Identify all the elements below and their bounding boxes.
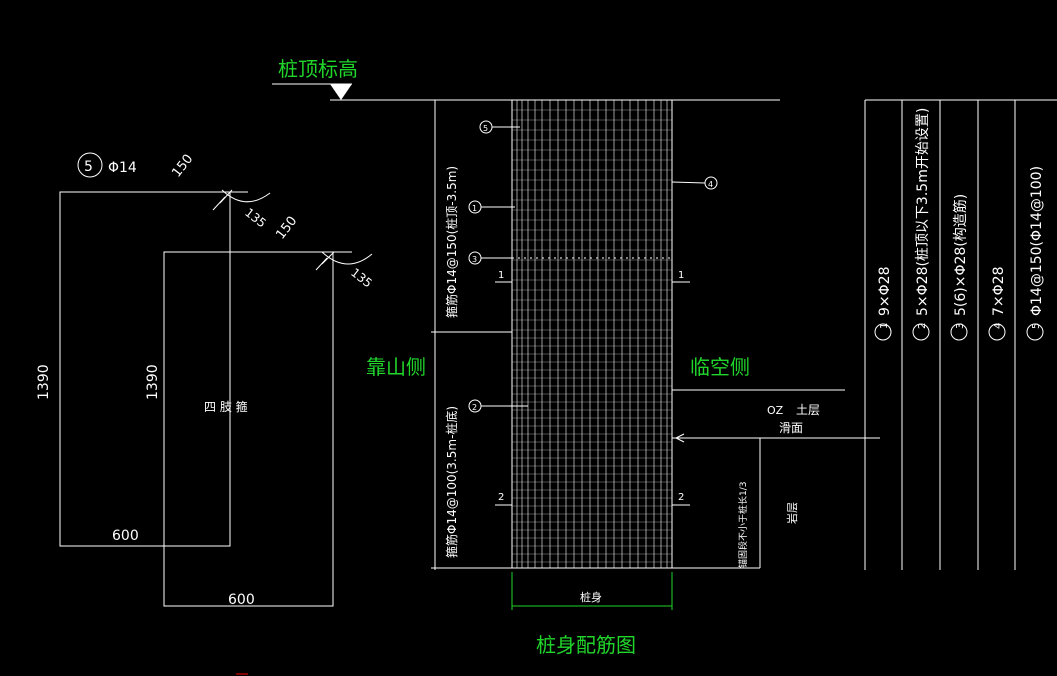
left-dimension [431,99,512,570]
elevation-triangle [330,84,352,100]
section-2-right: 2 [678,492,684,503]
stirrup-lower-note: 箍筋Φ14@100(3.5m-桩底) [444,406,459,558]
legend-4-id: 4 [993,323,1004,329]
stirrup-bar: Φ14 [108,160,137,176]
section-marks [495,281,690,506]
mountain-side-label: 靠山侧 [366,355,426,379]
section-2-left: 2 [498,492,504,503]
drawing-title: 桩身配筋图 [536,633,636,657]
pile-body-outline [511,99,673,569]
stirrup-height-2: 1390 [145,364,161,400]
pile-body-dimension [511,572,673,610]
stirrup-width-2: 600 [228,592,255,608]
legend-4-text: 7×Φ28 [991,267,1007,316]
legend-3-id: 3 [955,323,966,329]
pile-top-label: 桩顶标高 [278,57,358,81]
soil-layer-label: 土层 [796,403,820,417]
rock-layer-label: 岩层 [785,502,799,524]
legend-table [864,99,1057,570]
marker-5-circle [77,152,103,178]
stirrup-shape-1 [59,189,271,547]
marker-3: 3 [472,255,477,264]
marker-2: 2 [472,403,477,412]
hook-length-1: 150 [169,152,196,181]
soil-symbol: OZ [767,404,784,417]
legend-1-text: 9×Φ28 [877,267,893,316]
section-1-left: 1 [498,270,504,281]
anchor-note: 锚固段不小于桩长1/3 [737,482,749,569]
legend-circles [874,323,1044,341]
legend-5-id: 5 [1031,323,1042,329]
stirrup-width-1: 600 [112,528,139,544]
marker-4: 4 [708,180,713,189]
slide-surface-label: 滑面 [779,421,803,435]
legend-5-text: Φ14@150(Φ14@100) [1029,166,1045,316]
marker-5: 5 [483,124,488,133]
empty-side-label: 临空侧 [690,355,750,379]
stirrup-height-1: 1390 [36,364,52,400]
legend-2-id: 2 [917,323,928,329]
pile-body-label: 桩身 [580,590,602,604]
legend-2-text: 5×Φ28(桩顶以下3.5m开始设置) [914,108,931,316]
hook-angle-1: 135 [242,205,269,230]
legend-3-text: 5(6)×Φ28(构造筋) [952,194,969,316]
stirrup-upper-note: 箍筋Φ14@150(桩顶-3.5m) [444,166,459,318]
hook-angle-2: 135 [348,265,375,290]
pile-markers [468,120,718,413]
stirrup-tag: 5 [84,159,93,175]
four-leg-label: 四 肢 箍 [204,399,248,414]
pile-stirrup-lines [512,109,672,563]
section-1-right: 1 [678,270,684,281]
hook-length-2: 150 [273,214,300,243]
legend-1-id: 1 [879,323,890,329]
soil-layer-lines [672,389,880,569]
marker-1: 1 [472,204,477,213]
stirrup-shape-2 [163,251,373,607]
